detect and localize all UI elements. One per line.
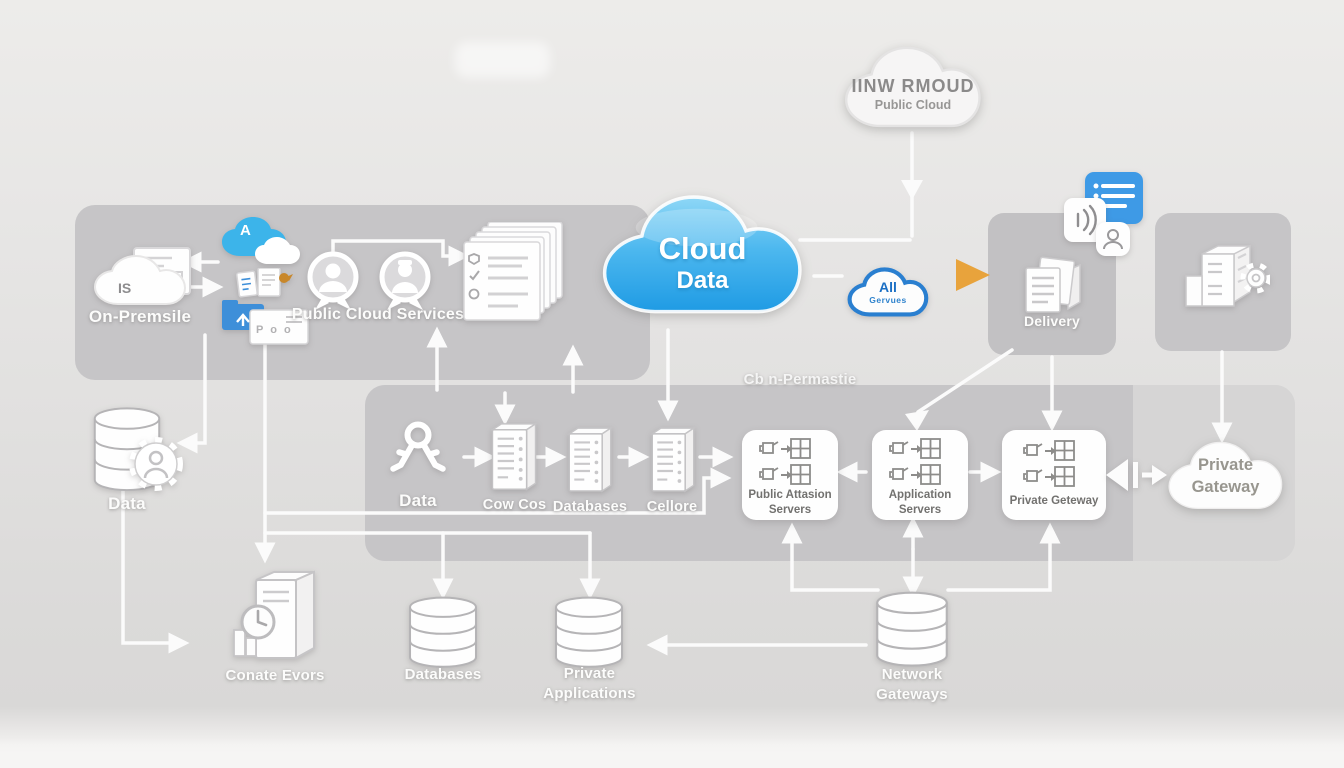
bottom-fade-band: [0, 738, 1344, 768]
cloud-data-title: Cloud: [658, 231, 747, 266]
all-cloud-subtitle: Gervues: [869, 295, 907, 305]
checklist-stack-icon: [462, 222, 566, 322]
databases-label: Databases: [404, 666, 482, 683]
server-label: Cow Cos: [482, 497, 547, 513]
private-cloud-line2: Gateway: [1191, 478, 1260, 496]
box-label-line1: Public Attasion: [748, 489, 832, 501]
cloud-data-node: Cloud Data: [585, 183, 820, 326]
cloud-data-icon: [602, 195, 802, 314]
private-cloud-line1: Private: [1197, 456, 1254, 474]
databases-icon: [401, 596, 485, 670]
server-label: Cellore: [646, 499, 698, 515]
on-premise-annotation: Cb n-Permastie: [743, 371, 857, 388]
box-label-line2: Servers: [768, 503, 812, 516]
orange-arrow-icon: [956, 259, 990, 291]
folder-card-text: P o o: [256, 324, 293, 336]
service-badge-icon: [305, 250, 361, 312]
service-badge-icon: [377, 250, 433, 312]
private-gateway-cloud-node: Private Gateway: [1158, 428, 1293, 523]
down-arrowhead: [905, 410, 929, 431]
azure-logo-text: A: [240, 222, 251, 239]
key-icon: [388, 418, 448, 482]
box-label-line1: Application: [888, 489, 952, 501]
double-arrow-icon: [1106, 456, 1168, 494]
on-premise-node: IS: [88, 246, 198, 312]
compute-server-icon: [226, 568, 330, 668]
cloud-data-subtitle: Data: [676, 267, 729, 294]
server-tower-icon: [648, 424, 698, 498]
chat-person-icon: [1096, 222, 1130, 256]
box-label-line1: Private Geteway: [1009, 495, 1099, 507]
box-label-line2: Servers: [898, 503, 942, 516]
building-icon: [1178, 238, 1270, 318]
all-cloud-title: All: [879, 279, 897, 295]
delivery-documents-icon: [1018, 256, 1088, 318]
data-store-label: Data: [108, 494, 146, 513]
down-arrowhead: [901, 180, 923, 200]
app-pictogram-icon: [1023, 440, 1075, 487]
azure-cloud-icon: A: [216, 212, 304, 268]
on-premise-icon: [93, 247, 191, 305]
public-attasion-servers-box: Public Attasion Servers: [742, 430, 838, 520]
private-apps-line2: Applications: [543, 684, 636, 702]
network-gateways-line2: Gateways: [876, 685, 948, 703]
private-gateway-box: Private Geteway: [1002, 430, 1106, 520]
all-services-cloud-node: All Gervues: [842, 262, 934, 322]
private-apps-line1: Private: [563, 665, 616, 682]
network-gateways-icon: [869, 591, 955, 669]
server-tower-icon: [565, 424, 615, 498]
cloud-icon: [844, 46, 981, 128]
cloud-outline-icon: [847, 267, 929, 317]
key-data-label: Data: [399, 491, 437, 510]
private-applications-icon: [547, 596, 631, 670]
cloud-icon: [1168, 441, 1283, 510]
app-pictogram-icon: [759, 438, 811, 485]
server-label: Databases: [552, 499, 628, 515]
network-gateways-line1: Network: [881, 666, 943, 683]
documents-folder-cluster: P o o: [222, 268, 322, 348]
sound-icon: [1064, 198, 1106, 242]
public-cloud-services-label: Public Cloud Services: [291, 306, 465, 323]
compute-label: Conate Evors: [225, 667, 325, 684]
on-premise-icon-text: IS: [118, 280, 132, 296]
on-premise-label: On-Premsile: [88, 307, 192, 326]
application-servers-box: Application Servers: [872, 430, 968, 520]
app-pictogram-icon: [889, 438, 941, 485]
background-highlight: [455, 42, 550, 78]
public-cloud-subtitle: Public Cloud: [874, 98, 952, 112]
gear-user-icon: [128, 436, 184, 492]
public-cloud-node: IINW RMOUD Public Cloud: [833, 38, 993, 136]
delivery-label: Delivery: [1023, 313, 1081, 329]
public-cloud-title: IINW RMOUD: [851, 76, 975, 96]
server-tower-icon: [488, 420, 540, 496]
